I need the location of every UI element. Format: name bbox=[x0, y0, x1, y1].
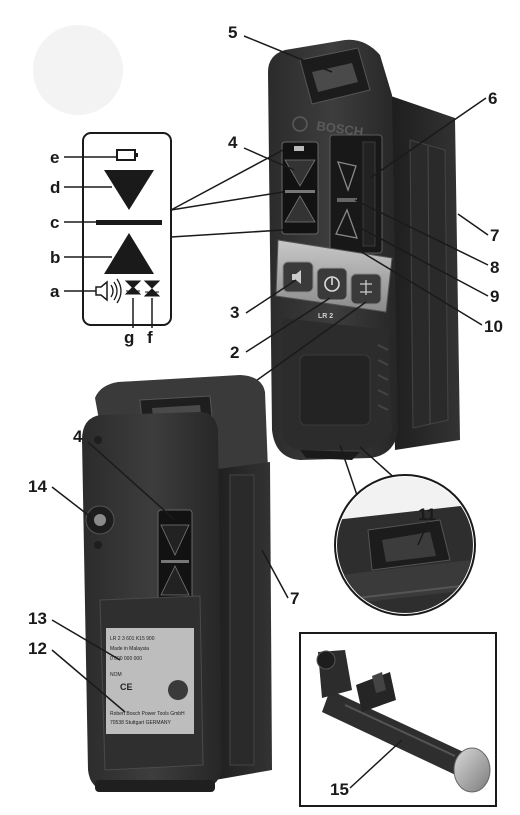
callout-14: 14 bbox=[28, 477, 47, 496]
callout-4-bottom: 4 bbox=[73, 427, 83, 446]
callout-7-top: 7 bbox=[490, 226, 499, 245]
legend-frame bbox=[82, 132, 172, 326]
precision-fine-icon bbox=[124, 280, 142, 295]
grip-recess bbox=[299, 354, 371, 426]
ce-mark-icon: CE bbox=[120, 682, 133, 692]
right-up-led bbox=[335, 208, 358, 239]
bracket-thumbscrew bbox=[316, 650, 336, 670]
down-arrow-icon bbox=[104, 170, 154, 210]
right-center-led bbox=[337, 198, 357, 202]
bracket-inset bbox=[299, 632, 497, 807]
callout-11: 11 bbox=[418, 505, 436, 524]
callout-15: 15 bbox=[330, 780, 349, 799]
qr-icon bbox=[168, 680, 188, 700]
rating-line-6: 70538 Stuttgart GERMANY bbox=[110, 720, 172, 726]
speaker-legend-icon bbox=[95, 280, 108, 302]
bottom-edge bbox=[95, 780, 215, 792]
legend-letter-e: e bbox=[50, 148, 59, 167]
left-display-battery-icon bbox=[294, 146, 304, 151]
callout-10: 10 bbox=[484, 317, 503, 336]
rating-line-3: 0 000 000 000 bbox=[110, 656, 142, 662]
spirit-level-vial bbox=[312, 63, 358, 92]
rating-line-1: LR 2 3 601 K15 900 bbox=[110, 636, 155, 642]
callout-9: 9 bbox=[490, 287, 499, 306]
legend-letter-g: g bbox=[124, 328, 134, 347]
receiver-front-view: BOSCH LR 2 1 bbox=[268, 39, 460, 460]
model-label: LR 2 bbox=[318, 313, 333, 320]
rating-line-2: Made in Malaysia bbox=[110, 646, 149, 652]
callout-4-top: 4 bbox=[228, 133, 238, 152]
legend-letter-c: c bbox=[50, 213, 59, 232]
center-line-icon bbox=[96, 220, 162, 225]
callout-5: 5 bbox=[228, 23, 237, 42]
brand-text: BOSCH bbox=[316, 118, 365, 139]
rating-line-5: Robert Bosch Power Tools GmbH bbox=[110, 711, 185, 717]
precision-medium-icon bbox=[143, 280, 161, 297]
back-down-arrow bbox=[160, 524, 190, 556]
precision-icon bbox=[360, 280, 372, 295]
watermark-circle bbox=[33, 25, 123, 115]
receiver-back-view: LR 2 3 601 K15 900 Made in Malaysia 0 00… bbox=[82, 375, 272, 792]
legend-letter-a: a bbox=[50, 282, 60, 301]
callout-2: 2 bbox=[230, 343, 239, 362]
legend-letter-b: b bbox=[50, 248, 60, 267]
detail-circle-11 bbox=[334, 474, 476, 616]
left-display-up-arrow bbox=[284, 195, 316, 223]
callout-12: 12 bbox=[28, 639, 47, 658]
mounting-screw bbox=[94, 514, 106, 526]
rating-line-4: NOM bbox=[110, 672, 122, 678]
legend-letter-d: d bbox=[50, 178, 60, 197]
bracket-knob bbox=[453, 747, 491, 793]
legend-letter-f: f bbox=[147, 328, 153, 347]
brand-logo-icon bbox=[292, 116, 308, 132]
up-arrow-icon bbox=[104, 233, 154, 274]
callout-8: 8 bbox=[490, 258, 499, 277]
left-display-down-arrow bbox=[284, 159, 316, 187]
laser-detection-field bbox=[362, 141, 376, 247]
speaker-icon bbox=[292, 270, 301, 284]
power-icon bbox=[324, 276, 340, 292]
back-up-arrow bbox=[160, 565, 190, 596]
callout-6: 6 bbox=[488, 89, 497, 108]
callout-7-bottom: 7 bbox=[290, 589, 299, 608]
callout-13: 13 bbox=[28, 609, 47, 628]
back-side-rib bbox=[229, 474, 255, 766]
right-down-led bbox=[336, 161, 357, 192]
display-legend-inset bbox=[82, 132, 284, 326]
callout-3: 3 bbox=[230, 303, 239, 322]
